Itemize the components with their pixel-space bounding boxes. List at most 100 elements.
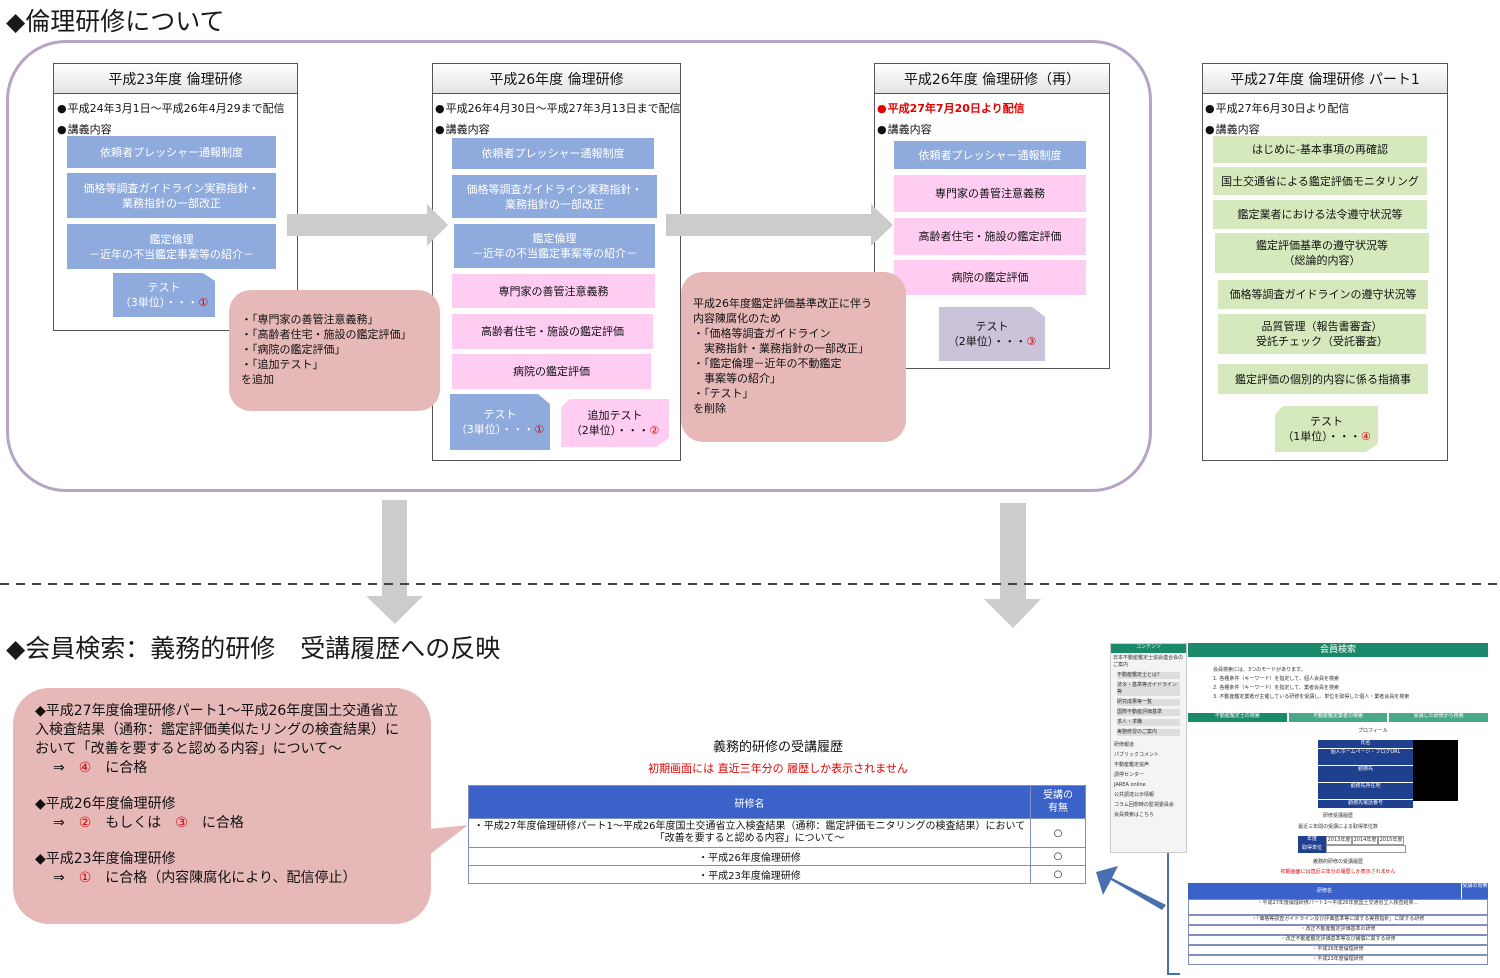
lecture-item: 品質管理（報告書審査） 受託チェック（受託審査） (1218, 314, 1426, 354)
sidebar-link[interactable]: 調停センター (1114, 772, 1145, 778)
duty-row: ・「価格等調査ガイドライン及び評価基準等に関する実務指針」に関する研修 (1188, 915, 1488, 925)
tab-search-appraiser[interactable]: 不動産鑑定士の検索 (1188, 713, 1287, 722)
bullet-icon: ● (1205, 102, 1215, 115)
lecture-item: 病院の鑑定評価 (894, 260, 1086, 295)
profile-field: 勤務先 (1318, 766, 1413, 782)
profile-field: 個人ホームページ・ブログURL (1318, 749, 1413, 765)
right-arrow (666, 204, 893, 246)
course-title: 平成27年度 倫理研修 パート1 (1203, 64, 1447, 94)
lecture-item: 鑑定業者における法令遵守状況等 (1213, 200, 1427, 229)
callout-tail (420, 825, 468, 862)
test-badge: テスト （1単位）・・・④ (1275, 406, 1378, 452)
summary-result-p2: ⇒ ② もしくは ③ に合格 (53, 815, 244, 831)
bullet-icon: ● (1205, 123, 1215, 136)
row-course-name: ・平成27年度倫理研修パート1～平成26年度国土交通省立入検査結果（通称：鑑定評… (468, 818, 1031, 848)
site-intro-line: 3. 不動産鑑定業者が主催している研修を受講し、単位を取得した個人・業者会員を検… (1213, 694, 1410, 700)
site-intro-line: 2. 各種条件（キーワード）を指定して、業者会員を検索 (1213, 685, 1339, 691)
duty-col-taken: 受講の有無 (1462, 883, 1488, 899)
site-sidebar: コンテンツ 日本不動産鑑定士協会連合会のご案内 不動産鑑定士とは？ 法令・基準等… (1110, 643, 1187, 853)
lecture-item: 依頼者プレッシャー通報制度 (452, 138, 654, 169)
sidebar-item[interactable]: 日本不動産鑑定士協会連合会のご案内 (1113, 655, 1184, 668)
duty-title: 義務的研修の受講履歴 (1312, 859, 1363, 865)
history-title: 義務的研修の受講履歴 (712, 740, 843, 755)
tab-search-firm[interactable]: 不動産鑑定業者の検索 (1288, 713, 1388, 722)
duty-row: ・平成26年度倫理研修 (1188, 945, 1488, 955)
course-period: ●平成27年7月20日より配信 (877, 102, 1025, 115)
sidebar-link[interactable]: 会員検索はこちら (1114, 812, 1155, 818)
row-taken: ○ (1030, 818, 1086, 848)
sidebar-link[interactable]: 研修報道 (1114, 742, 1135, 748)
lecture-item: 依頼者プレッシャー通報制度 (67, 136, 276, 168)
lecture-item: 高齢者住宅・施設の鑑定評価 (452, 314, 653, 349)
profile-field: 氏名 (1318, 740, 1413, 748)
sidebar-title: コンテンツ (1111, 644, 1186, 653)
bullet-icon: ● (57, 102, 67, 115)
added-content-note: ・「専門家の善管注意義務」 ・「高齢者住宅・施設の鑑定評価」 ・「病院の鑑定評価… (229, 290, 440, 411)
units-values (1326, 845, 1406, 853)
summary-result-p3: ⇒ ① に合格（内容陳腐化により、配信停止） (53, 870, 357, 886)
lecture-item: 鑑定倫理 －近年の不当鑑定事案等の紹介－ (454, 224, 655, 268)
sidebar-link[interactable]: パブリックコメント (1114, 752, 1160, 758)
lecture-item: 価格等調査ガイドライン実務指針・ 業務指針の一部改正 (452, 175, 657, 218)
removed-content-note: 平成26年度鑑定評価基準改正に伴う 内容陳腐化のため ・「価格等調査ガイドライン… (681, 272, 906, 442)
summary-result-p1: ⇒ ④ に合格 (53, 760, 148, 776)
units-year: 2013年度 (1326, 836, 1352, 845)
test-badge: テスト （2単位）・・・③ (939, 307, 1045, 361)
lecture-item: 国土交通省による鑑定評価モニタリング (1213, 167, 1427, 195)
summary-title-p2: ◆平成26年度倫理研修 (35, 796, 176, 812)
sidebar-item[interactable]: 研究成果等一覧 (1117, 699, 1180, 706)
bullet-icon: ● (57, 123, 67, 136)
row-course-name: ・平成26年度倫理研修 (468, 847, 1031, 866)
test-badge: テスト （3単位）・・・① (450, 394, 550, 450)
duty-row: ・平成23年度倫理研修 (1188, 955, 1488, 965)
bullet-icon: ● (435, 123, 445, 136)
summary-title-p1: ◆平成27年度倫理研修パート1～平成26年度国土交通省立入検査結果（通称：鑑定評… (35, 703, 399, 757)
sidebar-link[interactable]: 不動産鑑定協声 (1114, 762, 1150, 768)
test-badge: テスト （3単位）・・・① (113, 273, 215, 317)
training-history-label: 研修受講履歴 (1322, 813, 1353, 819)
lecture-item: 鑑定評価の個別的内容に係る指摘事 (1218, 364, 1428, 394)
units-year: 2015年度 (1378, 836, 1404, 845)
tab-search-training[interactable]: 受講した研修から検索 (1389, 713, 1489, 722)
site-header: 会員検索 (1188, 643, 1488, 657)
sidebar-item[interactable]: 求人・求職 (1117, 719, 1180, 726)
sidebar-link[interactable]: 公共調達公示情報 (1114, 792, 1155, 798)
summary-callout: ◆平成27年度倫理研修パート1～平成26年度国土交通省立入検査結果（通称：鑑定評… (13, 688, 431, 924)
sidebar-item[interactable]: 国際不動産評価基準 (1117, 709, 1180, 716)
profile-field: 勤務先電話番号 (1318, 800, 1413, 808)
history-notice: 初期画面には 直近三年分の 履歴しか表示されません (648, 762, 908, 775)
col-course-name: 研修名 (468, 785, 1031, 819)
site-intro-line: 1. 各種条件（キーワード）を指定して、個人会員を検索 (1213, 676, 1339, 682)
bracket (1167, 841, 1180, 975)
site-main: 会員検索 会員検索には、3つのモードがあります。 1. 各種条件（キーワード）を… (1188, 643, 1489, 978)
course-title: 平成26年度 倫理研修 (433, 64, 680, 94)
table-row: ・平成27年度倫理研修パート1～平成26年度国土交通省立入検査結果（通称：鑑定評… (468, 818, 1086, 848)
redacted-block (1413, 740, 1458, 801)
sidebar-item[interactable]: 法令・基準等ガイドライン等 (1117, 682, 1180, 696)
units-earned-row: 取得単位 (1298, 845, 1406, 853)
lecture-label: ●講義内容 (1205, 123, 1260, 136)
blue-arrow (1096, 866, 1166, 910)
lecture-item: 鑑定評価基準の遵守状況等 （総論的内容） (1215, 233, 1429, 273)
sidebar-link[interactable]: コラム回想時の監視委員会 (1114, 802, 1174, 808)
right-arrow (287, 204, 448, 246)
lecture-item: 専門家の善管注意義務 (452, 274, 655, 308)
ethics-training-frame (6, 40, 1152, 492)
lecture-item: 病院の鑑定評価 (452, 354, 651, 389)
duty-notice: 初期画面には直近三年分の履歴しか表示されません (1280, 869, 1396, 875)
units-years-row: 年度 2013年度 2014年度 2015年度 (1298, 836, 1404, 845)
sidebar-item[interactable]: 実務修習のご案内 (1117, 729, 1180, 736)
row-taken: ○ (1030, 847, 1086, 866)
sidebar-item[interactable]: 不動産鑑定士とは？ (1117, 672, 1180, 679)
lecture-item: 鑑定倫理 －近年の不当鑑定事案等の紹介－ (67, 224, 276, 269)
units-header: 取得単位 (1298, 845, 1326, 853)
lecture-label: ●講義内容 (57, 123, 112, 136)
sidebar-link[interactable]: JAREA online (1114, 782, 1146, 788)
summary-title-p3: ◆平成23年度倫理研修 (35, 851, 176, 867)
duty-table-header: 研修名 受講の有無 (1188, 883, 1488, 899)
duty-row: ・平成27年度倫理研修パート1～平成26年度国土交通省立入検査結果… (1188, 899, 1488, 915)
lecture-label: ●講義内容 (877, 123, 932, 136)
course-title: 平成23年度 倫理研修 (54, 64, 297, 94)
units-header: 年度 (1298, 836, 1326, 845)
bullet-icon: ● (877, 102, 887, 115)
